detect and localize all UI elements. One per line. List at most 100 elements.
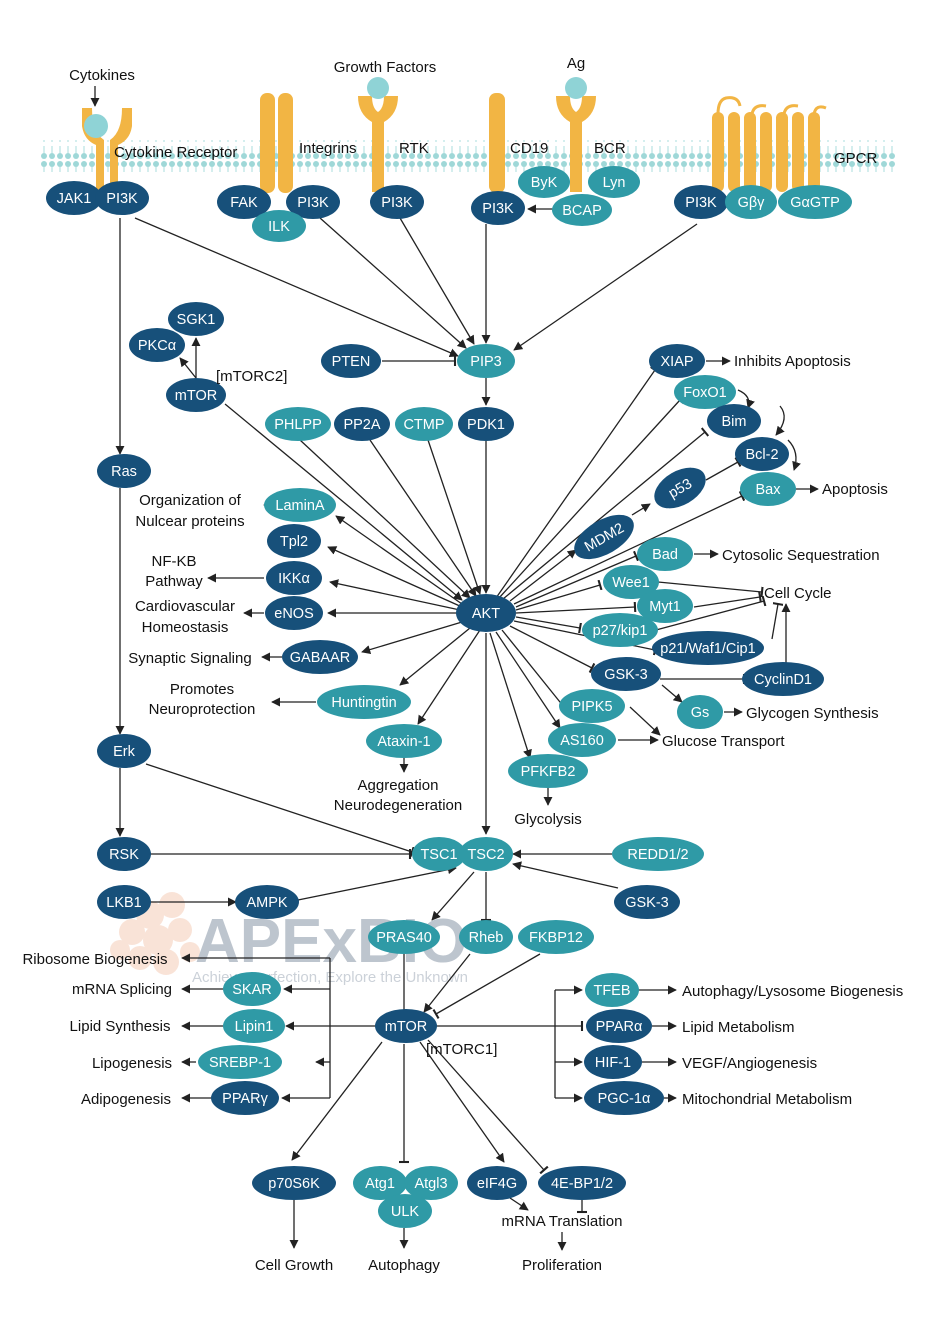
node-pdk1[interactable]: PDK1 [458, 407, 514, 441]
node-gagtp[interactable]: GαGTP [778, 185, 852, 219]
svg-text:GABAAR: GABAAR [290, 650, 350, 666]
node-fkbp12[interactable]: FKBP12 [518, 920, 594, 954]
node-myt1[interactable]: Myt1 [637, 589, 693, 623]
node-ras[interactable]: Ras [97, 454, 151, 488]
node-srebp1[interactable]: SREBP-1 [198, 1045, 282, 1079]
node-ppara[interactable]: PPARα [586, 1009, 652, 1043]
node-rsk[interactable]: RSK [97, 837, 151, 871]
node-gs[interactable]: Gs [677, 695, 723, 729]
svg-text:SKAR: SKAR [232, 982, 272, 998]
node-pras40[interactable]: PRAS40 [368, 920, 440, 954]
node-byk[interactable]: ByK [518, 166, 570, 198]
node-enos[interactable]: eNOS [265, 596, 323, 630]
node-p21[interactable]: p21/Waf1/Cip1 [652, 631, 764, 665]
svg-text:PFKFB2: PFKFB2 [521, 764, 576, 780]
node-pi3k-gpcr[interactable]: PI3K [674, 185, 728, 219]
label-apoptosis: Apoptosis [822, 481, 888, 498]
node-pten[interactable]: PTEN [321, 344, 381, 378]
label-nfkb-2: Pathway [145, 573, 203, 590]
node-p27[interactable]: p27/kip1 [582, 613, 658, 647]
node-ulk[interactable]: ULK [378, 1194, 432, 1228]
node-lyn[interactable]: Lyn [588, 166, 640, 198]
node-p53[interactable]: p53 [647, 459, 712, 516]
node-bcap[interactable]: BCAP [552, 194, 612, 226]
node-gbg[interactable]: Gβγ [725, 185, 777, 219]
label-mrna-splicing: mRNA Splicing [72, 981, 172, 998]
svg-text:Gβγ: Gβγ [738, 195, 766, 211]
node-tsc2[interactable]: TSC2 [459, 837, 513, 871]
node-4ebp[interactable]: 4E-BP1/2 [538, 1166, 626, 1200]
node-ppary[interactable]: PPARγ [211, 1081, 279, 1115]
node-atgl3[interactable]: Atgl3 [404, 1166, 458, 1200]
node-tfeb[interactable]: TFEB [585, 973, 639, 1007]
node-ampk[interactable]: AMPK [235, 885, 299, 919]
node-bcl2[interactable]: Bcl-2 [735, 437, 789, 471]
node-tpl2[interactable]: Tpl2 [267, 524, 321, 558]
node-tsc1[interactable]: TSC1 [412, 837, 466, 871]
svg-text:Rheb: Rheb [469, 930, 504, 946]
svg-text:Erk: Erk [113, 744, 136, 760]
node-lkb1[interactable]: LKB1 [97, 885, 151, 919]
node-ctmp[interactable]: CTMP [395, 407, 453, 441]
node-wee1[interactable]: Wee1 [603, 565, 659, 599]
node-pfkfb2[interactable]: PFKFB2 [508, 754, 588, 788]
label-lipid-synthesis: Lipid Synthesis [70, 1018, 171, 1035]
node-pi3k-integrin[interactable]: PI3K [286, 185, 340, 219]
node-as160[interactable]: AS160 [548, 723, 616, 757]
label-cytokines: Cytokines [69, 67, 135, 84]
node-gsk3-tsc[interactable]: GSK-3 [614, 885, 680, 919]
node-hif1[interactable]: HIF-1 [584, 1045, 642, 1079]
svg-text:Gs: Gs [691, 705, 710, 721]
node-gsk3-akt[interactable]: GSK-3 [591, 657, 661, 691]
svg-text:LKB1: LKB1 [106, 895, 141, 911]
node-ataxin1[interactable]: Ataxin-1 [366, 724, 442, 758]
node-p70s6k[interactable]: p70S6K [252, 1166, 336, 1200]
node-foxo1[interactable]: FoxO1 [674, 375, 736, 409]
node-lipin1[interactable]: Lipin1 [223, 1009, 285, 1043]
node-pipk5[interactable]: PIPK5 [559, 689, 625, 723]
node-cyclind1[interactable]: CyclinD1 [742, 662, 824, 696]
node-pi3k-cytokine[interactable]: PI3K [95, 181, 149, 215]
node-lamina[interactable]: LaminA [264, 488, 336, 522]
svg-text:SREBP-1: SREBP-1 [209, 1055, 271, 1071]
node-gabaar[interactable]: GABAAR [282, 640, 358, 674]
node-atg1[interactable]: Atg1 [353, 1166, 407, 1200]
svg-text:FoxO1: FoxO1 [683, 385, 727, 401]
node-pp2a[interactable]: PP2A [334, 407, 390, 441]
node-mtor-c1[interactable]: mTOR [375, 1009, 437, 1043]
node-pip3[interactable]: PIP3 [457, 344, 515, 378]
node-pkca[interactable]: PKCα [129, 328, 185, 362]
label-org-nuclear-2: Nulcear proteins [135, 513, 244, 530]
svg-text:mTOR: mTOR [175, 388, 217, 404]
node-skar[interactable]: SKAR [223, 972, 281, 1006]
node-mtor-c2[interactable]: mTOR [166, 378, 226, 412]
node-rheb[interactable]: Rheb [459, 920, 513, 954]
svg-text:PIPK5: PIPK5 [571, 699, 612, 715]
label-integrins: Integrins [299, 140, 357, 157]
node-ikka[interactable]: IKKα [266, 561, 322, 595]
node-bax[interactable]: Bax [740, 472, 796, 506]
node-erk[interactable]: Erk [97, 734, 151, 768]
node-sgk1[interactable]: SGK1 [168, 302, 224, 336]
node-huntingtin[interactable]: Huntingtin [317, 685, 411, 719]
node-xiap[interactable]: XIAP [649, 344, 705, 378]
node-pgc1a[interactable]: PGC-1α [584, 1081, 664, 1115]
node-redd[interactable]: REDD1/2 [612, 837, 704, 871]
node-phlpp[interactable]: PHLPP [265, 407, 331, 441]
label-cd19: CD19 [510, 140, 548, 157]
node-ilk[interactable]: ILK [252, 210, 306, 242]
svg-text:Huntingtin: Huntingtin [331, 695, 396, 711]
node-pi3k-rtk[interactable]: PI3K [370, 185, 424, 219]
svg-text:FAK: FAK [230, 195, 258, 211]
svg-text:HIF-1: HIF-1 [595, 1055, 631, 1071]
svg-text:Bax: Bax [756, 482, 782, 498]
node-pi3k-cd19[interactable]: PI3K [471, 191, 525, 225]
node-fak[interactable]: FAK [217, 185, 271, 219]
label-mitochondrial: Mitochondrial Metabolism [682, 1091, 852, 1108]
node-bim[interactable]: Bim [707, 404, 761, 438]
node-jak1[interactable]: JAK1 [46, 181, 102, 215]
node-bad[interactable]: Bad [637, 537, 693, 571]
node-akt[interactable]: AKT [456, 594, 516, 632]
node-eif4g[interactable]: eIF4G [467, 1166, 527, 1200]
